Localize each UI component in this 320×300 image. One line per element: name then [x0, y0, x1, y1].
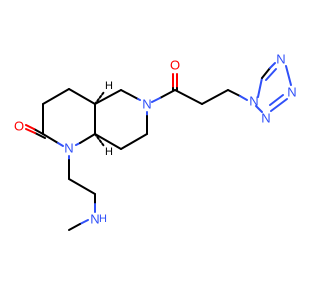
bond-ring-top-right — [120, 89, 139, 100]
molecule-structure-diagram: O N O N N H H H N N N N — [14, 52, 297, 231]
bond-lactam-co-1 — [33, 128, 44, 135]
bond-tz-c5-n4-inner — [265, 68, 277, 81]
bond-lactam-co-2-o — [25, 128, 36, 134]
atom-n-tetrazole-3: N — [287, 85, 296, 100]
bond-lactam-c-nlac — [42, 133, 59, 144]
bond-tz-n3-n2 — [270, 98, 288, 112]
atom-n-amine: N — [90, 212, 99, 227]
bond-lactam-upper-left — [42, 88, 70, 105]
atom-h-upper: H — [105, 80, 113, 92]
atom-o-ketone: O — [170, 58, 180, 73]
atom-n-lactam: N — [64, 141, 73, 156]
bond-h-upper — [94, 91, 105, 105]
bond-carbonyl-ch2 — [174, 89, 203, 105]
bond-ring-upper-left — [94, 89, 122, 105]
bond-layer — [25, 62, 292, 231]
bond-ring-right-bottom — [120, 133, 148, 150]
bond-nh-methyl — [68, 223, 81, 231]
atom-o-lactam: O — [14, 119, 24, 134]
bond-nlac-fusion — [79, 133, 96, 144]
bond-lactam-co-2 — [34, 132, 46, 139]
bond-carbonyl-npip — [159, 89, 176, 99]
bond-ch2-ch2-chain — [68, 178, 96, 195]
bond-tz-c5-n4 — [261, 67, 271, 79]
bond-ring-top-right-n — [137, 98, 141, 101]
bond-ch2-tz — [227, 89, 241, 97]
bond-ring-bottom-left — [94, 133, 122, 150]
bond-ch2-tz-n — [239, 95, 248, 101]
atom-n-tetrazole-4: N — [276, 52, 285, 67]
bond-lactam-c-nlac-n — [57, 142, 64, 147]
atom-h-lower: H — [105, 146, 113, 158]
bond-tz-n2-n1 — [255, 105, 263, 113]
bond-lactam-top — [68, 88, 96, 105]
bond-tz-n4-n3 — [285, 65, 292, 86]
atom-n-tetrazole-2: N — [261, 111, 270, 126]
bond-lactam-co-1-o — [25, 124, 35, 130]
bond-carbonyl-npip-n — [151, 97, 161, 103]
atom-n-tetrazole-1: N — [249, 94, 258, 109]
bond-tz-n3-n2-inner — [269, 94, 284, 106]
bond-ch2-ch2 — [201, 89, 229, 105]
atom-label-layer: O N O N N H H H N N N N — [14, 52, 297, 227]
bond-tz-c5-n4-n — [269, 62, 276, 69]
bond-nh-methyl-n — [79, 219, 89, 225]
atom-n-piperidine: N — [142, 97, 151, 112]
atom-h-amine: H — [99, 213, 107, 225]
bond-h-lower — [94, 133, 105, 147]
bond-tz-n1-c5 — [257, 77, 263, 98]
